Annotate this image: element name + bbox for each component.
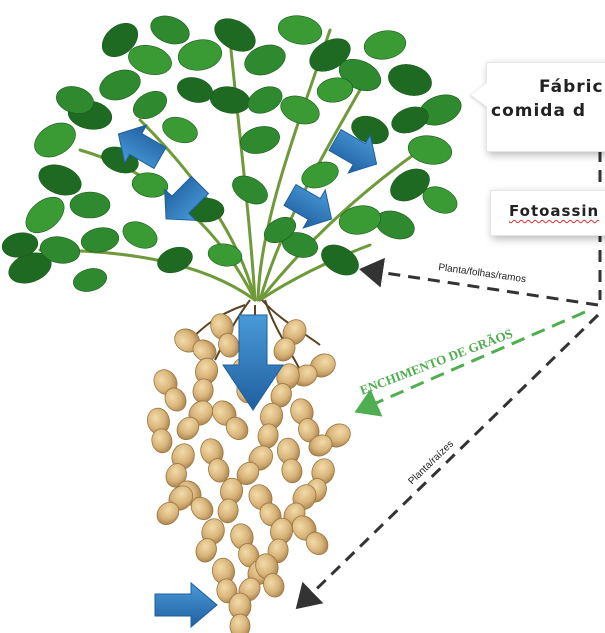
leaf-icon (244, 82, 287, 119)
peanut-pod-icon (207, 396, 253, 445)
leaf-icon (154, 243, 196, 278)
label-grain-filling: ENCHIMENTO DE GRÃOS (358, 326, 515, 398)
leaf-icon (316, 239, 364, 282)
leaf-icon (28, 116, 81, 164)
leaf-icon (119, 217, 162, 254)
leaf-icon (175, 74, 216, 106)
leaf-icon (298, 157, 342, 193)
leaf-icon (406, 132, 454, 167)
leaf-icon (95, 65, 144, 106)
callout-factory-line2: comida d (491, 101, 586, 121)
leaf-icon (206, 241, 243, 269)
photosynthesis-callout: Fotoassin (490, 190, 605, 236)
callout-pointer (471, 83, 487, 107)
peanut-pod-icon (190, 356, 219, 404)
peanut-pod-icon (197, 436, 233, 486)
label-roots: Planta/raízes (406, 439, 456, 487)
leaf-icon (147, 11, 193, 49)
leaf-icon (362, 28, 408, 63)
peanut-pod-icon (275, 436, 304, 484)
leaf-icon (70, 192, 110, 218)
peanut-pod-icon (215, 476, 244, 524)
leaf-icon (228, 170, 273, 210)
factory-callout: Fábric comida d (486, 62, 605, 152)
leaf-icon (208, 84, 252, 117)
leaf-icon (337, 203, 383, 238)
leaf-icon (237, 122, 282, 157)
leaf-icon (277, 91, 323, 129)
callout-factory-line1: Fábric (539, 77, 604, 97)
peanut-pod-icon (149, 365, 191, 415)
leaf-icon (19, 190, 71, 240)
callout-photosynthesis-text: Fotoassin (509, 202, 599, 220)
peanut-pod-icon (145, 406, 174, 454)
leaf-icon (385, 60, 435, 100)
leaf-icon (159, 113, 201, 148)
peanut-pod-icon (229, 593, 251, 633)
blue-arrow-icon (155, 583, 217, 627)
leaf-icon (276, 12, 324, 47)
leaf-icon (71, 265, 110, 295)
